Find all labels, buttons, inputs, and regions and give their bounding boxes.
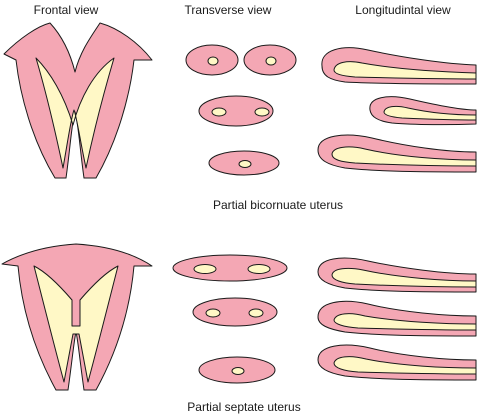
septate-transverse-lower-cavity — [231, 367, 245, 375]
bicornuate-transverse-view — [185, 44, 297, 176]
septate-panel: Partial septate uterus — [1, 243, 477, 414]
septate-frontal-tissue — [1, 243, 153, 391]
header-longitudinal-view: Longitudintal view — [355, 3, 451, 17]
septate-transverse-upper-right-cavity — [247, 264, 271, 274]
septate-caption: Partial septate uterus — [187, 400, 300, 414]
septate-longitudinal-mid-cavity — [333, 313, 477, 331]
bicornuate-transverse-lower-cavity — [238, 160, 252, 168]
septate-transverse-mid-section — [192, 297, 278, 327]
septate-frontal-view — [1, 243, 153, 391]
septate-transverse-mid-right-cavity — [248, 308, 264, 318]
bicornuate-longitudinal-view — [317, 47, 477, 173]
bicornuate-panel: Partial bicornuate uterus — [3, 22, 477, 212]
septate-longitudinal-view — [317, 257, 477, 381]
bicornuate-transverse-right-cavity — [265, 56, 277, 66]
septate-transverse-view — [172, 254, 288, 384]
bicornuate-longitudinal-mid-cavity — [383, 105, 477, 121]
septate-longitudinal-top-cavity — [331, 267, 477, 288]
bicornuate-frontal-tissue — [3, 22, 153, 179]
bicornuate-transverse-mid-section — [198, 95, 274, 127]
septate-transverse-upper-section — [172, 254, 288, 282]
bicornuate-caption: Partial bicornuate uterus — [213, 198, 343, 212]
bicornuate-longitudinal-top-cavity — [333, 61, 477, 80]
bicornuate-frontal-view — [3, 22, 153, 179]
septate-transverse-mid-left-cavity — [205, 308, 221, 318]
header-frontal-view: Frontal view — [34, 3, 99, 17]
septate-longitudinal-low-cavity — [333, 356, 477, 375]
bicornuate-frontal-cavity — [35, 57, 115, 169]
bicornuate-transverse-mid-right-cavity — [254, 107, 270, 117]
header-transverse-view: Transverse view — [185, 3, 272, 17]
bicornuate-transverse-left-cavity — [207, 56, 219, 66]
bicornuate-transverse-mid-left-cavity — [211, 107, 227, 117]
septate-transverse-upper-left-cavity — [193, 264, 217, 274]
septate-frontal-cavity — [33, 265, 119, 383]
bicornuate-longitudinal-low-cavity — [331, 146, 477, 167]
